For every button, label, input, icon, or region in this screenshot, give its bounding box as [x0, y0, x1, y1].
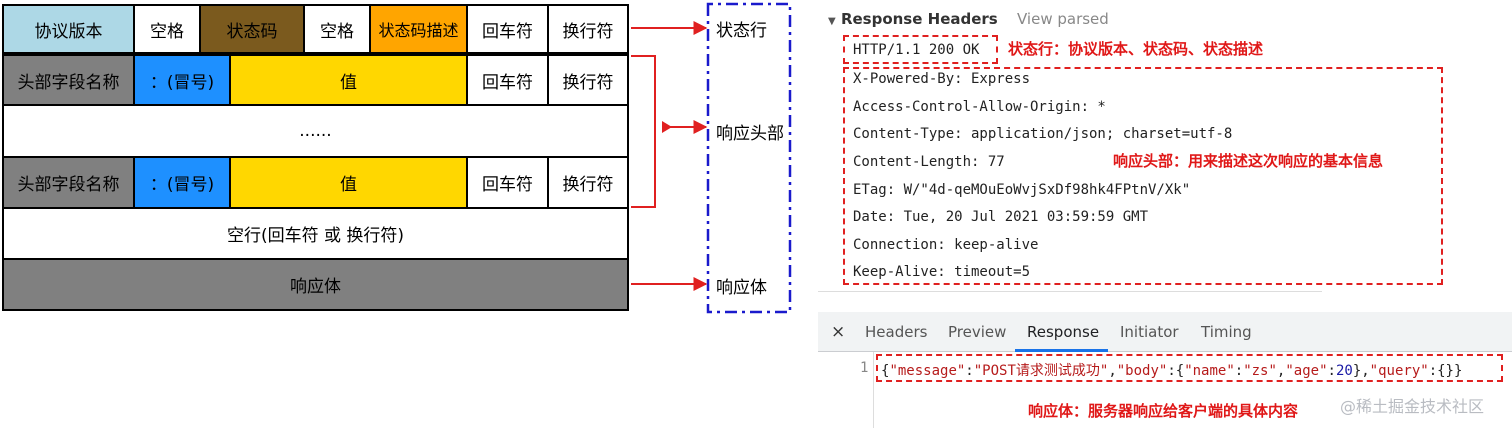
- label-headers: 响应头部: [716, 124, 784, 144]
- tab-timing[interactable]: Timing: [1201, 323, 1252, 341]
- label-status-line: 状态行: [716, 21, 767, 41]
- status-line-highlight: [843, 35, 998, 64]
- header-line: Date: Tue, 20 Jul 2021 03:59:59 GMT: [853, 209, 1149, 225]
- diagram-arrows: [631, 2, 792, 314]
- headers-annotation: 响应头部：用来描述这次响应的基本信息: [1113, 152, 1384, 170]
- cr-cell-header2: 回车符: [466, 156, 549, 209]
- response-body-json: {"message":"POST请求测试成功","body":{"name":"…: [881, 363, 1463, 379]
- close-icon[interactable]: ×: [831, 322, 846, 342]
- gutter: [818, 352, 874, 428]
- headers-bracket: [631, 55, 656, 208]
- status-desc-cell: 状态码描述: [369, 4, 468, 54]
- colon-cell-1: ：(冒号): [133, 54, 231, 106]
- ellipsis-row: ......: [2, 104, 629, 158]
- body-row: 响应体: [2, 258, 629, 311]
- label-body: 响应体: [716, 278, 767, 298]
- triangle-down-icon: ▼: [828, 16, 836, 27]
- response-headers-toggle[interactable]: ▼ Response Headers: [828, 10, 998, 28]
- body-highlight: [876, 354, 1503, 382]
- tab-headers[interactable]: Headers: [865, 323, 928, 341]
- tab-response[interactable]: Response: [1027, 323, 1100, 341]
- response-body-area: [818, 352, 1512, 428]
- headers-highlight: [843, 67, 1443, 285]
- header-line: ETag: W/"4d-qeMOuEoWvjSxDf98hk4FPtnV/Xk": [853, 182, 1191, 198]
- watermark: @稀土掘金技术社区: [1340, 397, 1485, 416]
- header-line: Content-Type: application/json; charset=…: [853, 126, 1233, 142]
- devtools-headers-area: [818, 0, 1322, 292]
- active-tab-indicator: [1015, 349, 1108, 352]
- value-cell-1: 值: [229, 54, 468, 106]
- devtools-tabs-bar: [818, 312, 1512, 352]
- header-line: Keep-Alive: timeout=5: [853, 264, 1031, 280]
- status-line-text: HTTP/1.1 200 OK: [853, 42, 980, 58]
- view-parsed-link[interactable]: View parsed: [1017, 10, 1109, 28]
- status-line-annotation: 状态行：协议版本、状态码、状态描述: [1008, 40, 1264, 58]
- body-annotation: 响应体：服务器响应给客户端的具体内容: [1028, 402, 1299, 420]
- line-number: 1: [860, 360, 869, 376]
- lf-cell-header2: 换行符: [547, 156, 629, 209]
- header-line: Access-Control-Allow-Origin: *: [853, 99, 1106, 115]
- header-line: X-Powered-By: Express: [853, 71, 1031, 87]
- space-cell-1: 空格: [133, 4, 201, 54]
- value-cell-2: 值: [229, 156, 468, 209]
- lf-cell-row1: 换行符: [547, 4, 629, 54]
- tab-preview[interactable]: Preview: [948, 323, 1007, 341]
- header-field-name-cell-2: 头部字段名称: [2, 156, 135, 209]
- tab-initiator[interactable]: Initiator: [1120, 323, 1179, 341]
- header-line: Connection: keep-alive: [853, 237, 1039, 253]
- response-headers-title: Response Headers: [840, 10, 998, 28]
- lf-cell-header1: 换行符: [547, 54, 629, 106]
- header-line: Content-Length: 77: [853, 154, 1005, 170]
- right-bracket: [706, 2, 792, 314]
- status-code-cell: 状态码: [199, 4, 305, 54]
- protocol-version-cell: 协议版本: [2, 4, 135, 54]
